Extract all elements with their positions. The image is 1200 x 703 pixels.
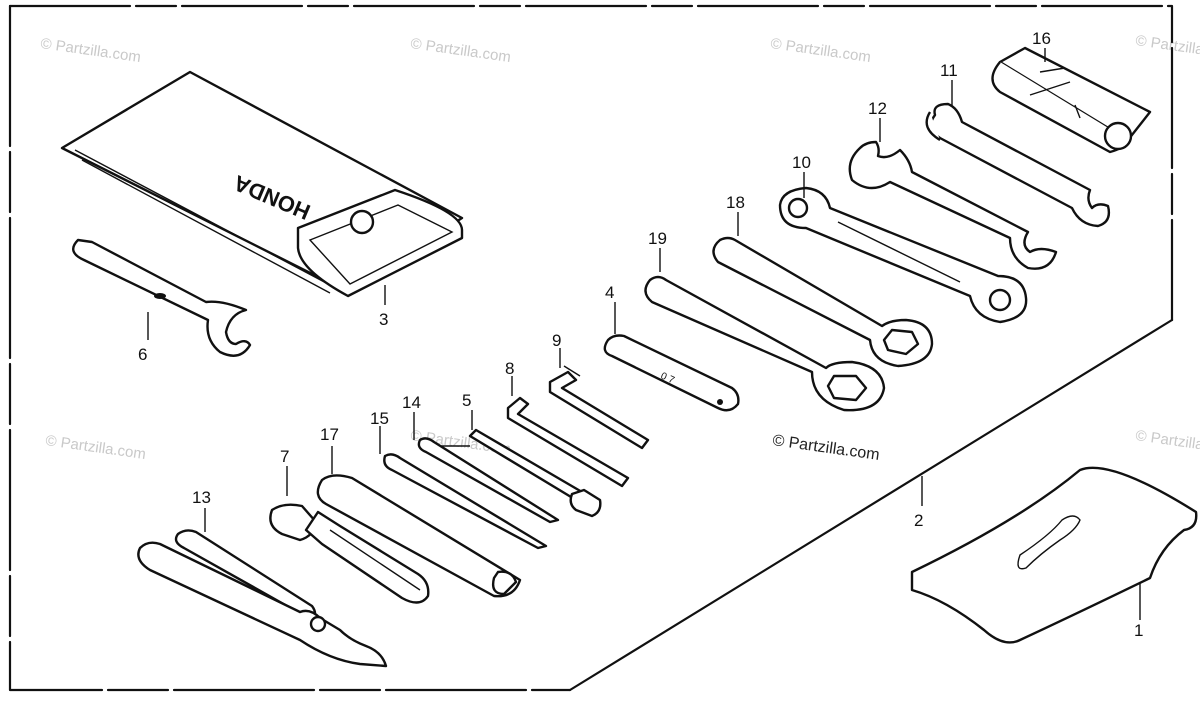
- tool-wallet: HONDA: [60, 70, 464, 298]
- handle-bar-17: [316, 474, 522, 598]
- watermark-top-mid: © Partzilla.com: [409, 35, 511, 66]
- watermark-top-left: © Partzilla.com: [39, 35, 141, 66]
- screwdriver-14: [417, 437, 560, 524]
- tool-bag-1: [910, 466, 1198, 644]
- callout-17: 17: [320, 425, 339, 444]
- callout-1: 1: [1134, 621, 1143, 640]
- callout-2: 2: [914, 511, 923, 530]
- callout-12: 12: [868, 99, 887, 118]
- hex-key-9: [548, 365, 650, 450]
- box-wrench-10: [778, 186, 1028, 324]
- watermark-mid-left: © Partzilla.com: [44, 432, 146, 463]
- callout-9: 9: [552, 331, 561, 350]
- watermark-top-edge: © Partzilla.com: [1134, 32, 1200, 63]
- wrench-12: [848, 140, 1058, 270]
- plug-wrench-7: [269, 503, 430, 604]
- flat-spanner-4: 0 7: [603, 334, 740, 412]
- callout-16: 16: [1032, 29, 1051, 48]
- callout-7: 7: [280, 447, 289, 466]
- flat-spanner-marking: 0 7: [659, 371, 677, 387]
- watermark-top-right: © Partzilla.com: [769, 35, 871, 66]
- callout-6: 6: [138, 345, 147, 364]
- hex-key-8: [506, 396, 630, 488]
- diagram-frame: [8, 4, 1174, 692]
- callout-8: 8: [505, 359, 514, 378]
- callout-19: 19: [648, 229, 667, 248]
- callout-11: 11: [940, 61, 958, 80]
- pin-spanner: [72, 238, 252, 357]
- callout-4: 4: [605, 283, 614, 302]
- drift-pin-5: [468, 428, 602, 518]
- watermark-mid-right: © Partzilla.com: [1134, 427, 1200, 458]
- screwdriver-15: [383, 453, 548, 550]
- box-wrench-18: [712, 236, 934, 368]
- callout-10: 10: [792, 153, 811, 172]
- plug-socket: [991, 46, 1152, 154]
- box-wrench-19: [644, 275, 886, 412]
- callout-5: 5: [462, 391, 471, 410]
- pliers-13: [137, 529, 388, 668]
- callout-14: 14: [402, 393, 421, 412]
- center-watermark: © Partzilla.com: [771, 432, 880, 464]
- wrench-11: [925, 102, 1111, 228]
- callout-15: 15: [370, 409, 389, 428]
- callout-18: 18: [726, 193, 745, 212]
- callout-3: 3: [379, 310, 388, 329]
- callout-13: 13: [192, 488, 211, 507]
